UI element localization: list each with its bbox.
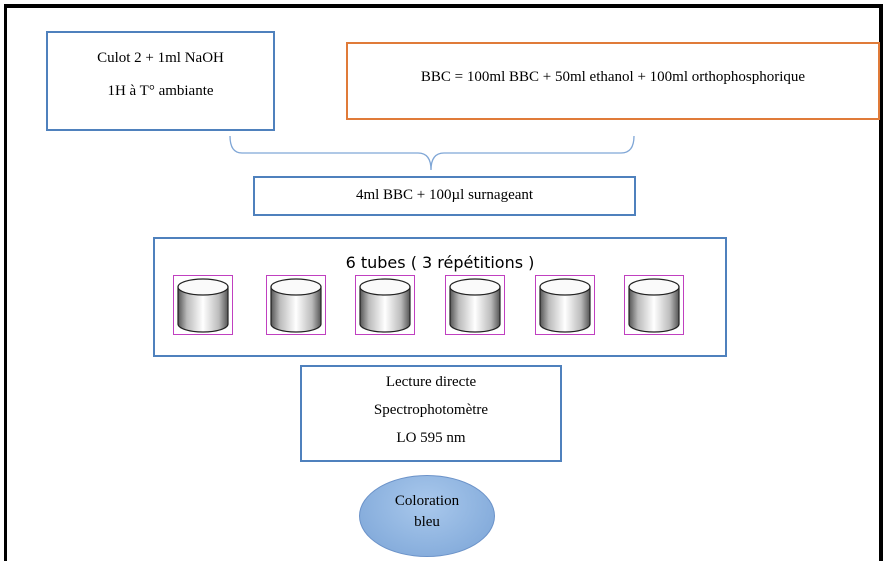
bbc-text: BBC = 100ml BBC + 50ml ethanol + 100ml o… [420,69,806,85]
lecture-line-2: Spectrophotomètre [373,402,489,418]
coloration-line-2: bleu [414,514,440,530]
tube-icon [266,275,326,335]
tubes-box: 6 tubes ( 3 répétitions ) [153,237,727,357]
culot-line-1: Culot 2 + 1ml NaOH [97,50,224,66]
tube-icon [445,275,505,335]
tube-icon [535,275,595,335]
brace-connector [229,135,635,171]
tube-icon [173,275,233,335]
lecture-box: Lecture directe Spectrophotomètre LO 595… [300,365,562,462]
mix-text: 4ml BBC + 100µl surnageant [355,187,534,203]
coloration-line-1: Coloration [394,493,460,509]
coloration-ellipse: Coloration bleu [359,475,495,557]
lecture-line-3: LO 595 nm [396,430,466,446]
mix-box: 4ml BBC + 100µl surnageant [253,176,636,216]
tube-icon [355,275,415,335]
frame-top-border [4,4,883,8]
frame-right-border [879,4,883,561]
culot-box: Culot 2 + 1ml NaOH 1H à T° ambiante [46,31,275,131]
frame-left-border [4,4,7,561]
lecture-line-1: Lecture directe [385,374,477,390]
bbc-box: BBC = 100ml BBC + 50ml ethanol + 100ml o… [346,42,880,120]
culot-line-2: 1H à T° ambiante [107,83,214,99]
tubes-title: 6 tubes ( 3 répétitions ) [345,253,535,272]
tube-icon [624,275,684,335]
